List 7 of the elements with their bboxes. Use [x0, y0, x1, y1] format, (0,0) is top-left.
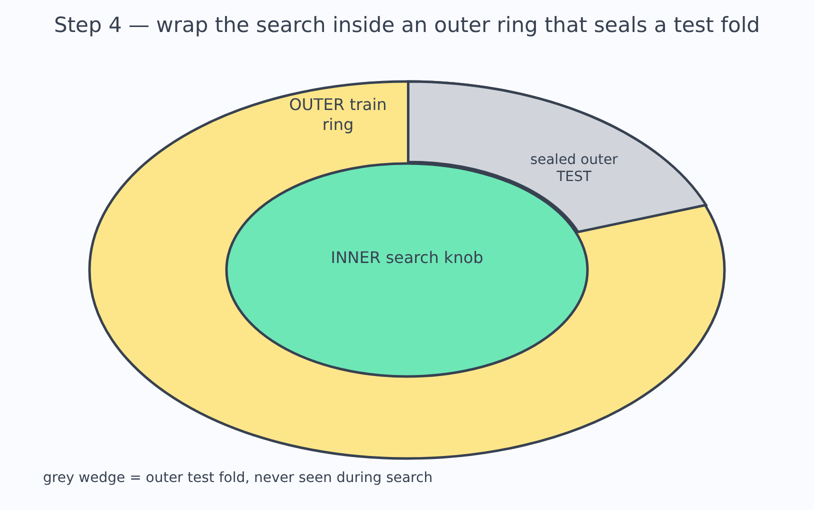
sealed-wedge [407, 80, 707, 233]
node-label: sealed outer TEST [529, 152, 619, 186]
caption: grey wedge = outer test fold, never seen during search [43, 469, 433, 487]
title: Step 4 — wrap the search inside an outer ring that seals a test fold [52, 12, 761, 38]
node-label: OUTER train ring [288, 95, 388, 135]
outer-ring-ellipse [88, 80, 726, 460]
node-label: INNER search knob [330, 248, 484, 268]
